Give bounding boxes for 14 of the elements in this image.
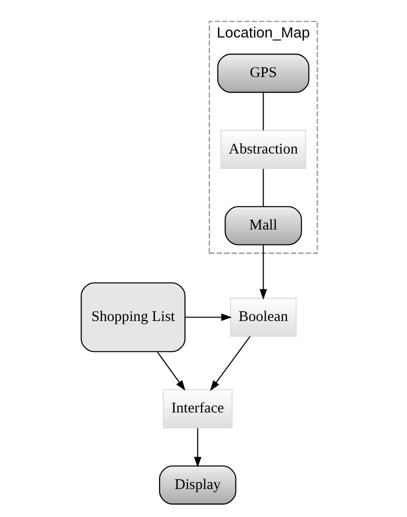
node-box: GPS <box>217 54 310 93</box>
arrow <box>184 314 232 321</box>
node-box: Abstraction <box>220 130 306 170</box>
node-box: Display <box>159 465 236 505</box>
connector <box>262 92 264 130</box>
node-box: Boolean <box>230 298 297 337</box>
arrow <box>210 336 250 391</box>
arrow <box>194 428 202 468</box>
arrow <box>157 352 186 391</box>
node-box: Shopping List <box>80 282 186 352</box>
connector <box>262 168 264 207</box>
node-box: Interface <box>162 389 233 428</box>
node-box: Mall <box>224 206 302 246</box>
arrow <box>260 244 268 300</box>
